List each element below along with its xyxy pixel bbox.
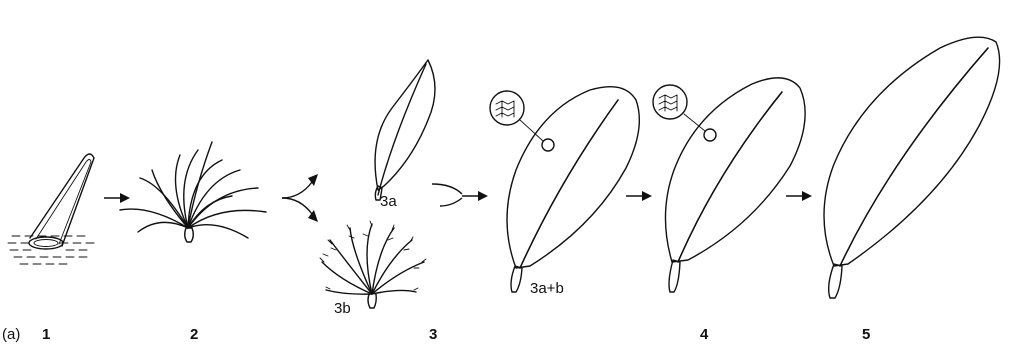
- sublabel-3ab: 3a+b: [530, 280, 564, 297]
- branch-arrows-2-to-3: [282, 174, 318, 222]
- sublabel-3a: 3a: [380, 193, 397, 210]
- stage-label-2: 2: [190, 326, 198, 343]
- figure-panel-label: (a): [2, 326, 20, 343]
- stage-3a-rachis-feather: [375, 60, 435, 200]
- stage-2-barb-tuft: [120, 142, 266, 242]
- stage-1-filament: [8, 154, 94, 264]
- stage-label-5: 5: [862, 326, 870, 343]
- arrow-4-to-5: [786, 191, 812, 201]
- stage-5-asymmetric-flight-feather: [824, 37, 1000, 298]
- stage-3b-barbule-feather: [320, 221, 426, 308]
- stage-label-3: 3: [429, 326, 437, 343]
- arrow-1-to-2: [104, 193, 130, 203]
- stage-3ab-pennaceous-feather: [490, 87, 639, 292]
- merge-arrow-to-3ab: [432, 184, 488, 206]
- stage-label-4: 4: [700, 326, 709, 343]
- arrow-3-to-4: [626, 191, 652, 201]
- sublabel-3b: 3b: [334, 300, 351, 317]
- stage-label-1: 1: [42, 326, 50, 343]
- stage-4-hooked-vane-feather: [653, 78, 805, 292]
